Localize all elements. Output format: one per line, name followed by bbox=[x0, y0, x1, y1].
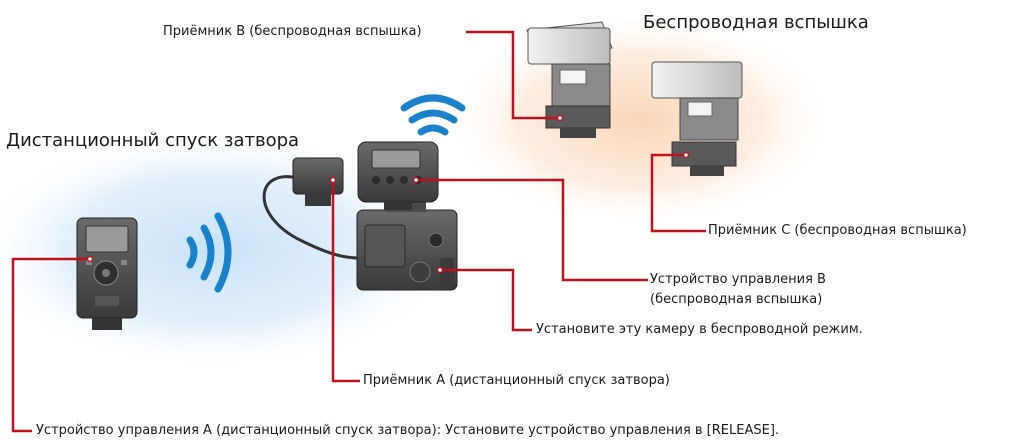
label-receiver-a: Приёмник A (дистанционный спуск затвора) bbox=[363, 373, 670, 388]
camera bbox=[356, 200, 458, 291]
label-receiver-c: Приёмник C (беспроводная вспышка) bbox=[708, 223, 967, 238]
wireless-signal-icon bbox=[400, 94, 466, 136]
leader-dots bbox=[86, 114, 690, 274]
flash-glow bbox=[440, 10, 840, 230]
flash-b bbox=[526, 21, 613, 138]
controller-b-device bbox=[357, 141, 439, 210]
heading-wireless-flash: Беспроводная вспышка bbox=[643, 12, 869, 33]
receiver-a-device bbox=[292, 157, 344, 206]
remote-controller-a bbox=[76, 217, 138, 330]
label-controller-b-line1: Устройство управления B bbox=[650, 272, 826, 287]
label-controller-a: Устройство управления A (дистанционный с… bbox=[36, 423, 780, 438]
heading-remote-shutter: Дистанционный спуск затвора bbox=[6, 130, 300, 151]
flash-c bbox=[651, 61, 743, 176]
cable bbox=[262, 175, 361, 260]
leader-lines bbox=[11, 30, 706, 433]
label-controller-b: Устройство управления B (беспроводная вс… bbox=[650, 270, 826, 310]
label-controller-b-line2: (беспроводная вспышка) bbox=[650, 292, 823, 307]
label-receiver-b: Приёмник B (беспроводная вспышка) bbox=[163, 24, 422, 39]
wireless-signal-icon bbox=[186, 212, 232, 293]
label-camera-mode: Установите эту камеру в беспроводной реж… bbox=[536, 322, 863, 337]
